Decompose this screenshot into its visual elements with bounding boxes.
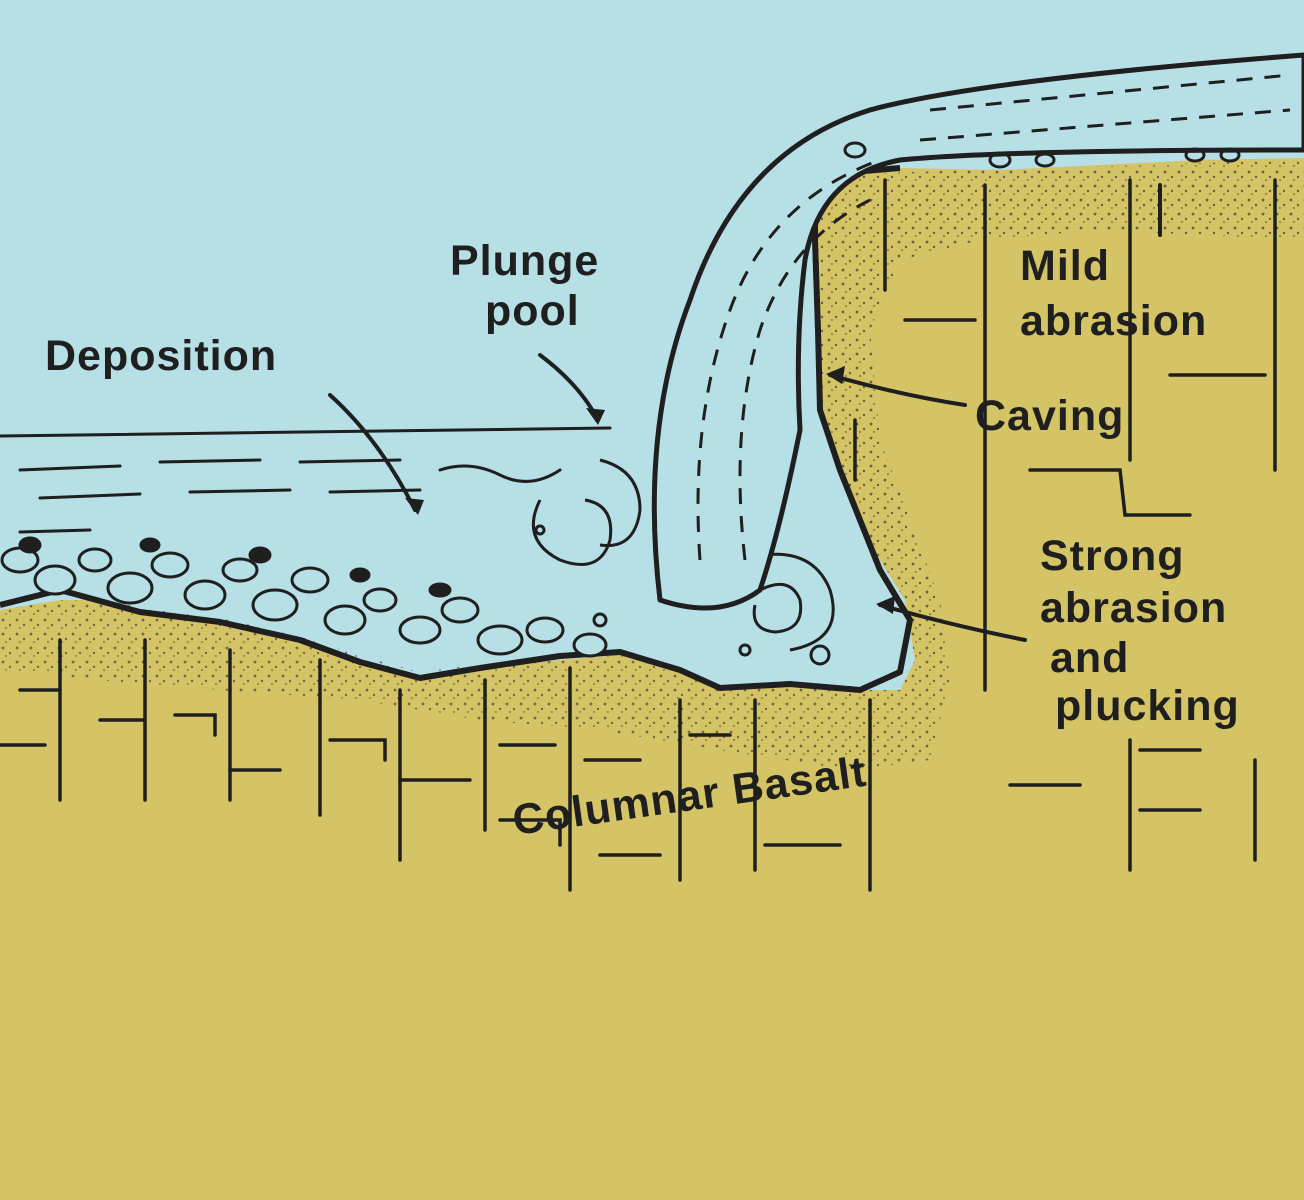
stippled-cliff-face	[815, 160, 1304, 680]
caving-arrow	[828, 373, 967, 407]
label-plunge: Plunge	[450, 237, 599, 285]
waterfall-flow-lines	[696, 73, 1291, 561]
arrow-heads	[405, 366, 895, 614]
stippled-sediment-band	[0, 588, 950, 770]
label-abrasion-mild: abrasion	[1020, 297, 1207, 345]
pool-surface-lines	[0, 426, 612, 534]
label-and: and	[1050, 634, 1129, 682]
pool-bed-outline	[0, 165, 913, 693]
deposition-gravel	[0, 536, 608, 658]
label-pool: pool	[485, 287, 580, 335]
label-abrasion-strong: abrasion	[1040, 584, 1227, 632]
label-mild: Mild	[1020, 242, 1110, 290]
label-plucking: plucking	[1055, 682, 1240, 730]
river-top-pebbles	[843, 141, 1241, 169]
basalt-column-joints	[0, 178, 1277, 892]
pool-turbulence-swirls	[531, 458, 835, 666]
deposition-arrow	[328, 393, 417, 512]
label-caving: Caving	[975, 392, 1124, 440]
label-strong: Strong	[1040, 532, 1185, 580]
label-deposition: Deposition	[45, 332, 277, 380]
strong-abrasion-arrow	[878, 603, 1027, 642]
